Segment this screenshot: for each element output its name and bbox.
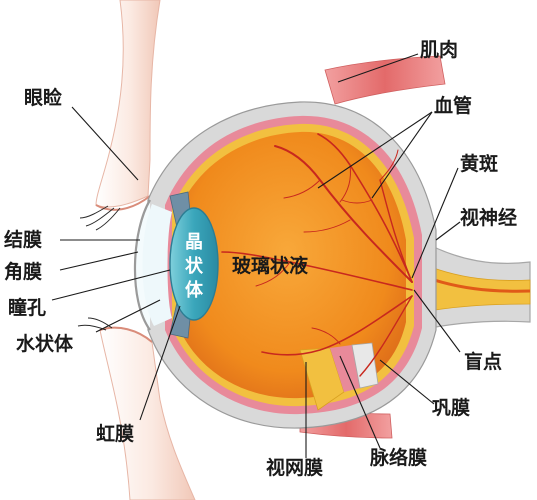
lower-eyelashes: [77, 317, 113, 331]
label-aqueous-humor: 水状体: [16, 332, 74, 355]
label-iris: 虹膜: [96, 422, 134, 445]
label-conjunctiva: 结膜: [4, 228, 42, 251]
lens-label-1: 晶: [185, 232, 203, 253]
label-choroid: 脉络膜: [369, 446, 427, 469]
label-optic-nerve: 视神经: [460, 206, 517, 229]
anterior-chamber: [142, 204, 172, 326]
superior-muscle: [324, 55, 446, 105]
lower-eyelid-rim: [99, 326, 153, 343]
label-pupil: 瞳孔: [8, 296, 46, 319]
label-cornea: 角膜: [4, 260, 42, 283]
leader-lines: [51, 53, 461, 458]
upper-eyelashes: [79, 205, 121, 231]
label-macula: 黄斑: [460, 152, 498, 175]
lens-label-3: 体: [185, 279, 204, 301]
vitreous-body: [178, 131, 406, 399]
label-blind-spot: 盲点: [464, 350, 502, 373]
label-sclera: 巩膜: [432, 396, 470, 419]
upper-eyelid-rim: [95, 195, 151, 211]
lens: [169, 207, 219, 321]
label-retina: 视网膜: [266, 456, 323, 479]
label-vitreous-body: 玻璃状液: [232, 254, 309, 277]
upper-eyelid: [95, 0, 161, 208]
blood-vessels: [221, 133, 413, 377]
label-muscle: 肌肉: [420, 38, 458, 61]
lens-label-2: 状: [185, 255, 204, 277]
label-blood-vessel: 血管: [434, 94, 472, 117]
label-eyelid: 眼睑: [24, 86, 62, 109]
